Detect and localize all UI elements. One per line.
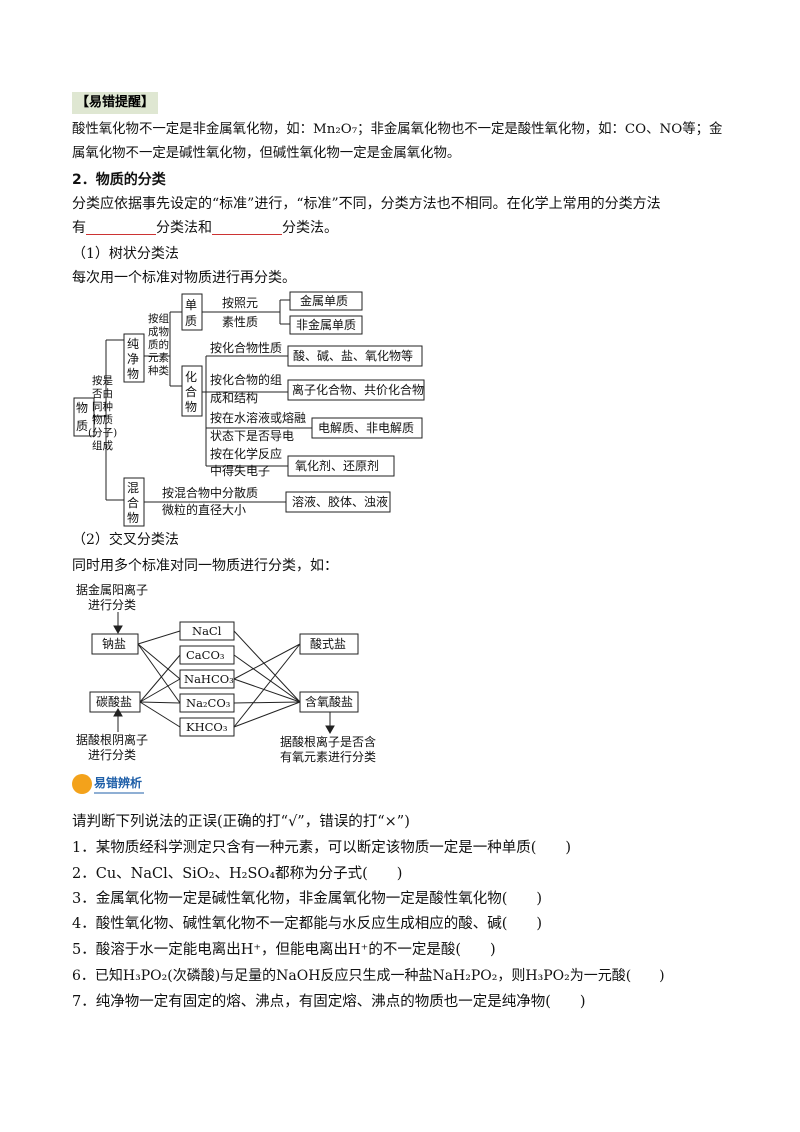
quiz-item-1: 1．某物质经科学测定只含有一种元素，可以断定该物质一定是一种单质( ) [72,840,572,856]
tree-root-1: 物 [76,401,88,415]
tree-compound-3: 物 [185,400,197,414]
tree-c2-result: 离子化合物、共价化合物 [292,382,424,397]
tree-pure-criterion: 按组 成物 质的 元素 种类 [148,312,169,377]
intro2-a: 有 [72,220,86,236]
tree-mix-3: 物 [127,511,139,525]
cross-bottom-left-note-1: 据酸根阴离子 [76,732,148,747]
tree-element-criterion-2: 素性质 [222,315,258,329]
tree-c3-result: 电解质、非电解质 [318,421,414,435]
section-title: 2．物质的分类 [72,172,166,188]
svg-text:同种: 同种 [92,400,113,413]
cross-left-top: 钠盐 [102,636,126,651]
svg-text:按是: 按是 [92,374,113,387]
svg-text:否由: 否由 [92,387,113,400]
cross-heading: （2）交叉分类法 [72,532,179,548]
tree-c1-label: 按化合物性质 [210,340,282,355]
tree-root-2: 质 [76,419,88,433]
tree-m-label-1: 按混合物中分散质 [162,485,258,500]
intro2-b: 分类法和 [156,220,212,236]
section-intro-1: 分类应依据事先设定的“标准”进行，“标准”不同，分类方法也不相同。在化学上常用的… [72,196,661,212]
cross-bottom-right-note-1: 据酸根离子是否含 [280,734,376,749]
tree-element-2: 质 [185,314,197,328]
tree-c4-label-2: 中得失电子 [210,463,270,478]
badge-label: 易错辨析 [94,775,142,790]
tree-compound-1: 化 [185,370,197,384]
cross-top-note-1: 据金属阳离子 [76,582,148,597]
cross-middle-3: NaHCO₃ [184,672,234,686]
svg-text:组成: 组成 [92,439,113,452]
tree-desc: 每次用一个标准对物质进行再分类。 [72,270,296,286]
svg-text:元素: 元素 [148,351,169,364]
cross-bottom-right-note-2: 有氧元素进行分类 [280,750,376,764]
cross-right-bottom: 含氧酸盐 [305,694,353,709]
quiz-item-5: 5．酸溶于水一定能电离出H⁺，但能电离出H⁺的不一定是酸( ) [72,942,496,958]
blank-2[interactable] [212,220,282,235]
tree-metal: 金属单质 [300,293,348,308]
svg-text:(分子): (分子) [88,427,117,439]
quiz-item-4: 4．酸性氧化物、碱性氧化物不一定都能与水反应生成相应的酸、碱( ) [72,916,543,932]
tree-c3-label-1: 按在水溶液或熔融 [210,410,306,425]
svg-text:质的: 质的 [148,338,169,351]
tree-c4-label-1: 按在化学反应 [210,446,282,461]
quiz-item-3: 3．金属氧化物一定是碱性氧化物，非金属氧化物一定是酸性氧化物( ) [72,891,543,907]
tree-root-criterion: 按是 否由 同种 物质 (分子) 组成 [88,374,117,452]
tree-c4-result: 氧化剂、还原剂 [295,458,379,473]
cross-bottom-left-note-2: 进行分类 [88,748,136,762]
tree-heading: （1）树状分类法 [72,246,179,262]
tree-m-label-2: 微粒的直径大小 [162,502,246,517]
cross-top-note-2: 进行分类 [88,598,136,612]
section-intro-2: 有 分类法和 分类法。 [72,218,338,238]
cross-middle-1: NaCl [192,624,222,638]
quiz-instruction: 请判断下列说法的正误(正确的打“√”，错误的打“×”) [72,814,410,830]
cross-middle-2: CaCO₃ [186,648,225,662]
quiz-item-7: 7．纯净物一定有固定的熔、沸点，有固定熔、沸点的物质也一定是纯净物( ) [72,994,586,1010]
tree-c3-label-2: 状态下是否导电 [210,429,294,443]
tree-nonmetal: 非金属单质 [296,317,356,332]
svg-text:种类: 种类 [148,364,169,377]
error-analysis-badge: 易错辨析 [72,774,144,794]
tree-c1-result: 酸、碱、盐、氧化物等 [293,348,413,363]
tip-tag: 【易错提醒】 [72,92,158,114]
tree-compound-2: 合 [185,384,197,399]
intro2-c: 分类法。 [282,220,338,236]
quiz-item-6: 6．已知H₃PO₂(次磷酸)与足量的NaOH反应只生成一种盐NaH₂PO₂，则H… [72,968,665,984]
tip-tag-label: 【易错提醒】 [76,95,155,110]
svg-text:成物: 成物 [148,325,169,338]
tree-m-result: 溶液、胶体、浊液 [292,494,388,509]
cross-middle-5: KHCO₃ [186,720,228,734]
tree-pure-3: 物 [127,367,139,381]
tree-element-1: 单 [185,298,197,312]
tree-mix-1: 混 [127,481,139,495]
tree-mix-2: 合 [127,495,139,510]
badge-circle-icon [72,774,92,794]
cross-left-bottom: 碳酸盐 [96,694,132,709]
quiz-item-2: 2．Cu、NaCl、SiO₂、H₂SO₄都称为分子式( ) [72,866,403,882]
blank-1[interactable] [86,220,156,235]
cross-middle-4: Na₂CO₃ [186,696,231,710]
tree-c2-label-1: 按化合物的组 [210,372,282,387]
cross-desc: 同时用多个标准对同一物质进行分类，如： [72,558,338,574]
svg-text:物质: 物质 [92,413,113,426]
tree-element-criterion-1: 按照元 [222,296,258,310]
tip-line-2: 属氧化物不一定是碱性氧化物，但碱性氧化物一定是金属氧化物。 [72,146,461,161]
tree-pure-2: 净 [127,352,139,366]
tip-line-1: 酸性氧化物不一定是非金属氧化物，如：Mn₂O₇；非金属氧化物也不一定是酸性氧化物… [72,122,723,137]
cross-right-top: 酸式盐 [310,636,346,651]
tree-c2-label-2: 成和结构 [210,390,258,405]
svg-text:按组: 按组 [148,312,169,325]
tree-pure-1: 纯 [127,337,139,351]
